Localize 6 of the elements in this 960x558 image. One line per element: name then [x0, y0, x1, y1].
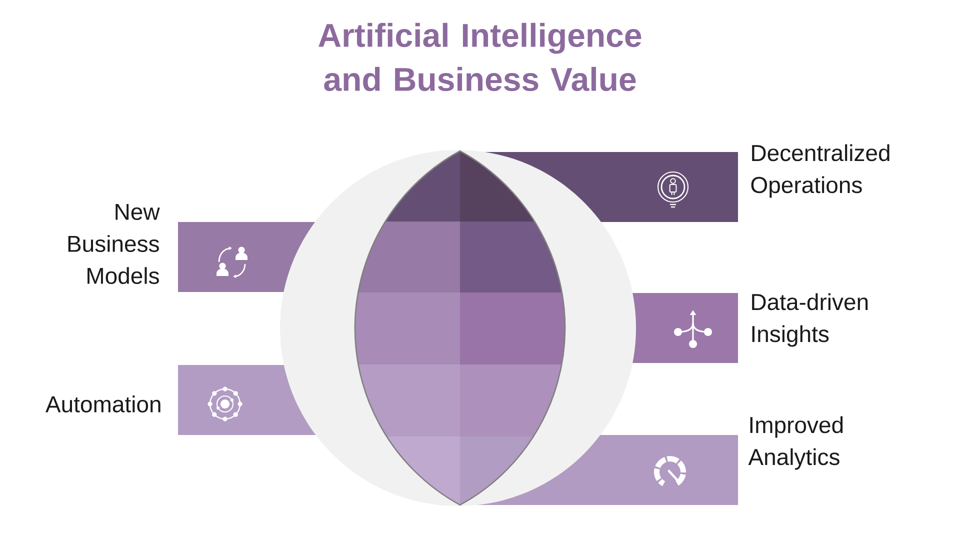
bar-label: Decentralized Operations	[751, 144, 890, 198]
title: Artificial Intelligence and Business Value	[318, 22, 642, 92]
bar-label: Improved Analytics	[748, 416, 843, 470]
bar-label: New Business Models	[68, 204, 160, 284]
bar-label: Data-driven Insights	[752, 293, 868, 347]
bar-label: Automation	[46, 396, 160, 412]
